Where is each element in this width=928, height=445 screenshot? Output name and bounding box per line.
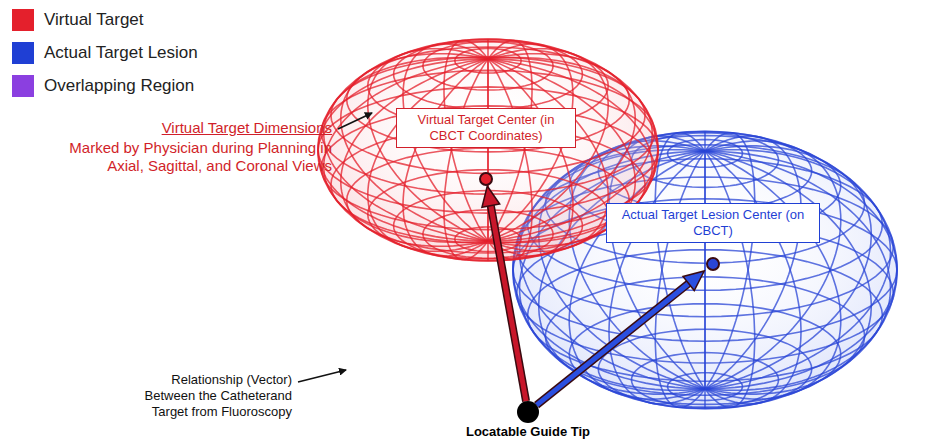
center-label: Actual Target Lesion Center (on CBCT) (615, 207, 811, 239)
target-center-node: Virtual Target Center (in CBCT Coordinat… (396, 108, 576, 186)
longitude-line (403, 59, 488, 256)
arrow-outline (490, 202, 526, 401)
guide-tip-label: Locatable Guide Tip (466, 424, 590, 440)
legend-text: Overlapping Region (44, 76, 194, 96)
arrow-shaft (490, 202, 526, 401)
center-label: Virtual Target Center (in CBCT Coordinat… (405, 112, 567, 144)
arrow-head (683, 271, 704, 291)
legend-swatch (12, 9, 34, 31)
guide-tip-dot (517, 401, 539, 423)
arrow-outline (537, 281, 692, 405)
longitude-line (705, 151, 871, 394)
longitude-line (705, 151, 891, 390)
legend-swatch (12, 42, 34, 64)
legend-entry: Actual Target Lesion (12, 42, 198, 64)
longitude-line (705, 151, 897, 389)
legend-swatch (12, 75, 34, 97)
legend-text: Actual Target Lesion (44, 43, 198, 63)
dimension-heading: Virtual Target Dimensions (12, 119, 332, 137)
legend-entry: Overlapping Region (12, 75, 194, 97)
leader-line (298, 370, 346, 382)
vector-arrow (537, 271, 705, 405)
arrow-head (482, 186, 500, 207)
vector-arrow (482, 186, 526, 401)
longitude-line (488, 59, 608, 251)
longitude-line (655, 133, 705, 389)
arrow-shaft (537, 281, 692, 405)
legend-entry: Virtual Target (12, 9, 144, 31)
longitude-line (704, 131, 706, 389)
vector-note: Relationship (Vector) Between the Cathet… (120, 372, 292, 420)
longitude-line (705, 146, 871, 389)
leader-line (338, 113, 372, 129)
guide-tip-node: Locatable Guide Tip (448, 401, 608, 440)
center-label-box: Actual Target Lesion Center (on CBCT) (606, 203, 820, 243)
center-dot (479, 172, 493, 186)
center-label-box: Virtual Target Center (in CBCT Coordinat… (396, 108, 576, 148)
target-center-node: Actual Target Lesion Center (on CBCT) (606, 203, 820, 271)
longitude-line (341, 59, 488, 246)
dimension-note: Marked by Physician during Planning in A… (42, 139, 332, 175)
longitude-line (705, 150, 891, 389)
longitude-line (705, 136, 801, 389)
legend-text: Virtual Target (44, 10, 144, 30)
center-dot (706, 257, 720, 271)
